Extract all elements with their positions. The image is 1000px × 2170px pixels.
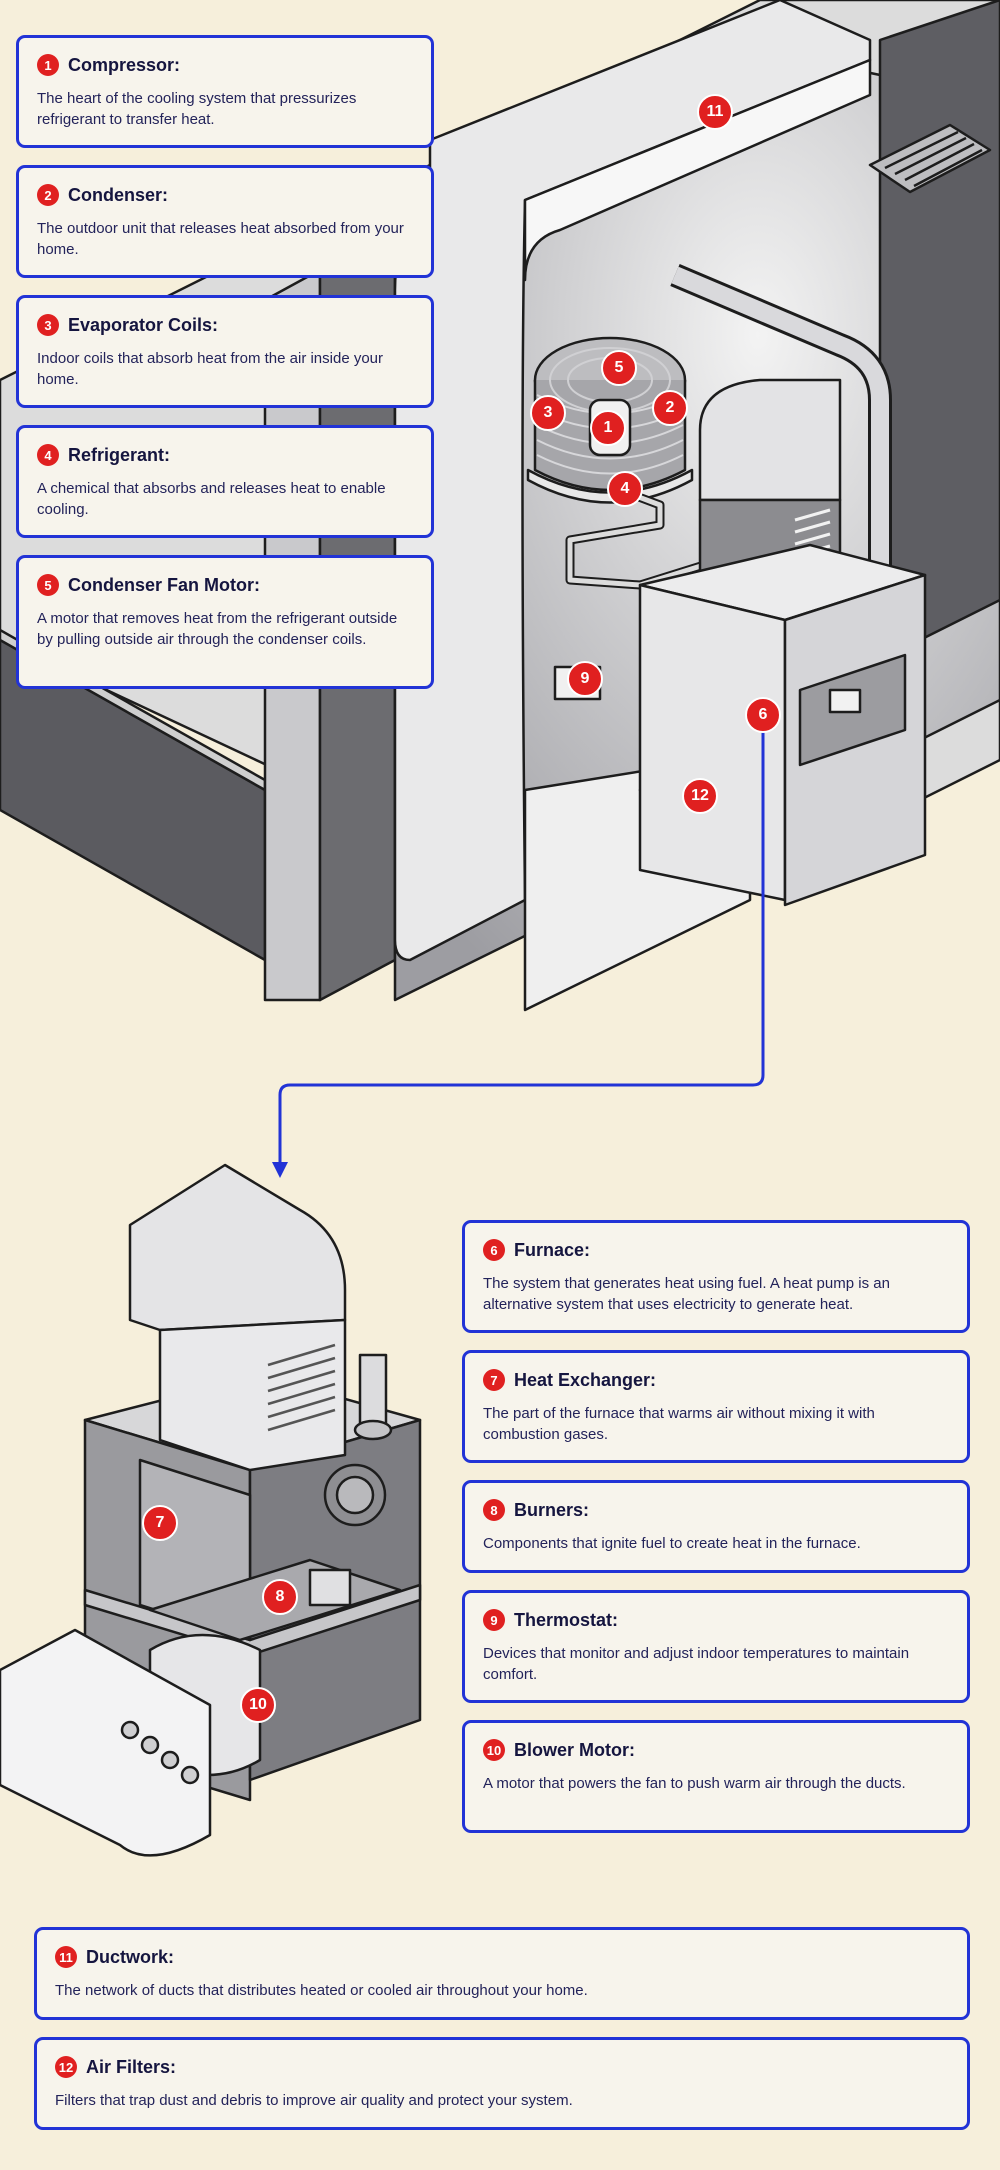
card-title: Ductwork:	[86, 1946, 175, 1967]
furnace-callout-line	[278, 722, 765, 1165]
card-number-badge: 12	[55, 2056, 77, 2078]
legend-card-air-filters: 12 Air Filters: Filters that trap dust an…	[34, 2037, 970, 2130]
marker-burners[interactable]: 8	[262, 1579, 298, 1615]
marker-thermostat[interactable]: 9	[567, 661, 603, 697]
card-title: Air Filters:	[86, 2056, 177, 2077]
marker-refrigerant[interactable]: 4	[607, 471, 643, 507]
marker-furnace[interactable]: 6	[745, 697, 781, 733]
card-number-badge: 3	[37, 314, 59, 336]
card-title: Refrigerant:	[68, 444, 171, 465]
legend-card-condenser-fan-motor: 5 Condenser Fan Motor: A motor that remov…	[16, 555, 434, 689]
card-number-badge: 1	[37, 54, 59, 76]
marker-evaporator-coils[interactable]: 3	[530, 395, 566, 431]
duct-front-face	[523, 58, 872, 282]
card-number-badge: 6	[483, 1239, 505, 1261]
legend-card-thermostat: 9 Thermostat: Devices that monitor and ad…	[462, 1590, 970, 1703]
cutaway-flue	[358, 1353, 388, 1432]
legend-card-ductwork: 11 Ductwork: The network of ducts that di…	[34, 1927, 970, 2020]
marker-condenser[interactable]: 2	[652, 390, 688, 426]
card-description: Filters that trap dust and debris to imp…	[55, 2092, 573, 2109]
furnace-plenum	[698, 378, 842, 502]
card-title: Blower Motor:	[514, 1739, 635, 1760]
card-description: The outdoor unit that releases heat abso…	[37, 220, 404, 258]
card-description: Devices that monitor and adjust indoor t…	[483, 1645, 910, 1683]
card-number-badge: 11	[55, 1946, 77, 1968]
card-number-badge: 9	[483, 1609, 505, 1631]
card-title: Thermostat:	[514, 1609, 619, 1630]
card-description: A chemical that absorbs and releases hea…	[37, 480, 386, 518]
legend-card-furnace: 6 Furnace: The system that generates heat…	[462, 1220, 970, 1333]
card-number-badge: 5	[37, 574, 59, 596]
card-description: The system that generates heat using fue…	[483, 1275, 890, 1313]
card-description: Components that ignite fuel to create he…	[483, 1535, 861, 1552]
legend-card-compressor: 1 Compressor: The heart of the cooling sy…	[16, 35, 434, 148]
cutaway-plenum	[128, 1163, 347, 1332]
ceiling-vent	[868, 123, 992, 194]
legend-card-burners: 8 Burners: Components that ignite fuel to…	[462, 1480, 970, 1573]
marker-compressor[interactable]: 1	[590, 410, 626, 446]
legend-card-evaporator-coils: 3 Evaporator Coils: Indoor coils that abs…	[16, 295, 434, 408]
card-title: Heat Exchanger:	[514, 1369, 657, 1390]
card-description: The heart of the cooling system that pre…	[37, 90, 357, 128]
right-wall	[878, 0, 1000, 662]
marker-heat-exchanger[interactable]: 7	[142, 1505, 178, 1541]
legend-card-condenser: 2 Condenser: The outdoor unit that releas…	[16, 165, 434, 278]
card-description: Indoor coils that absorb heat from the a…	[37, 350, 384, 388]
legend-card-blower-motor: 10 Blower Motor: A motor that powers the …	[462, 1720, 970, 1833]
callout-arrow	[272, 1162, 288, 1178]
card-title: Burners:	[514, 1499, 590, 1520]
marker-condenser-fan-motor[interactable]: 5	[601, 350, 637, 386]
marker-blower-motor[interactable]: 10	[240, 1687, 276, 1723]
card-number-badge: 2	[37, 184, 59, 206]
marker-air-filters[interactable]: 12	[682, 778, 718, 814]
card-description: The part of the furnace that warms air w…	[483, 1405, 875, 1443]
card-title: Furnace:	[514, 1239, 591, 1260]
front-panel	[0, 1628, 212, 1857]
legend-card-heat-exchanger: 7 Heat Exchanger: The part of the furnace…	[462, 1350, 970, 1463]
cutaway-coil	[158, 1318, 347, 1472]
legend-card-refrigerant: 4 Refrigerant: A chemical that absorbs an…	[16, 425, 434, 538]
marker-ductwork[interactable]: 11	[697, 94, 733, 130]
card-title: Condenser Fan Motor:	[68, 574, 260, 595]
card-description: A motor that powers the fan to push warm…	[483, 1775, 906, 1792]
card-number-badge: 4	[37, 444, 59, 466]
card-description: A motor that removes heat from the refri…	[37, 610, 398, 648]
card-title: Evaporator Coils:	[68, 314, 219, 335]
card-number-badge: 10	[483, 1739, 505, 1761]
card-description: The network of ducts that distributes he…	[55, 1982, 588, 1999]
card-title: Compressor:	[68, 54, 181, 75]
card-number-badge: 8	[483, 1499, 505, 1521]
card-number-badge: 7	[483, 1369, 505, 1391]
card-title: Condenser:	[68, 184, 169, 205]
